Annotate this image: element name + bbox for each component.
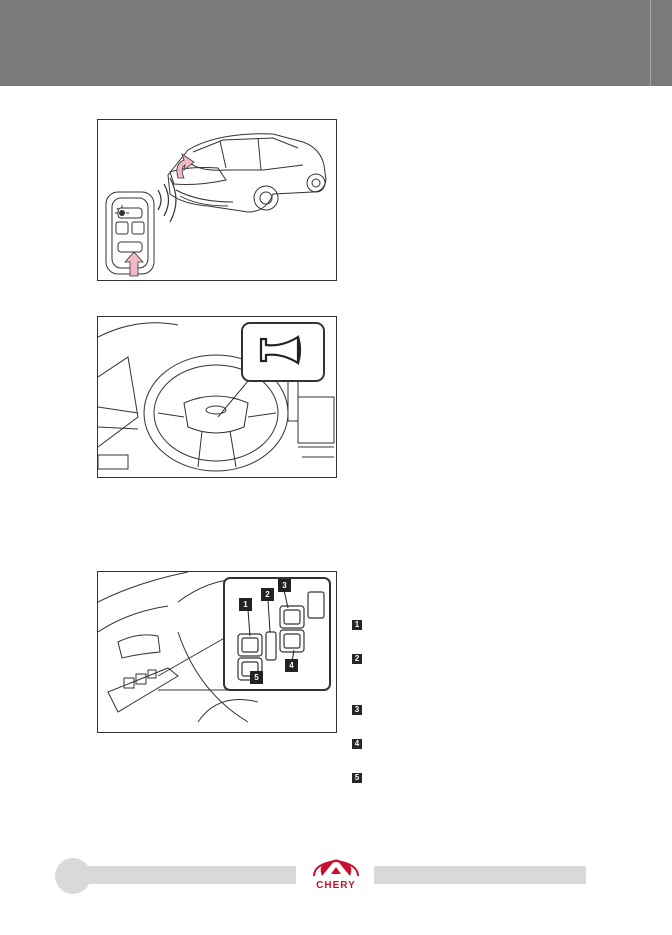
trunk-remote-figure <box>97 119 337 281</box>
window-switch-figure: 1 2 3 4 5 <box>97 571 337 733</box>
switch-callout-5: 5 <box>250 671 263 684</box>
chery-emblem-icon <box>313 859 359 877</box>
switch-callout-3: 3 <box>278 579 291 592</box>
footer-bar-left <box>84 866 296 884</box>
page-header-band <box>0 0 672 86</box>
car-trunk-remote-icon <box>105 133 327 277</box>
footer-bar-right <box>374 866 586 884</box>
window-switch-icon <box>98 572 331 723</box>
page-number-circle <box>55 858 91 894</box>
list-marker-2: 2 <box>352 654 362 664</box>
switch-callout-2: 2 <box>261 588 274 601</box>
horn-figure <box>97 316 337 478</box>
horn-icon <box>259 335 302 365</box>
list-marker-3: 3 <box>352 705 362 715</box>
list-marker-1: 1 <box>352 620 362 630</box>
list-marker-5: 5 <box>352 773 362 783</box>
list-marker-4: 4 <box>352 739 362 749</box>
switch-callout-4: 4 <box>285 659 298 672</box>
switch-callout-1: 1 <box>239 598 252 611</box>
chery-logo: CHERY <box>300 856 372 896</box>
brand-name: CHERY <box>316 880 356 891</box>
header-divider <box>650 0 651 86</box>
